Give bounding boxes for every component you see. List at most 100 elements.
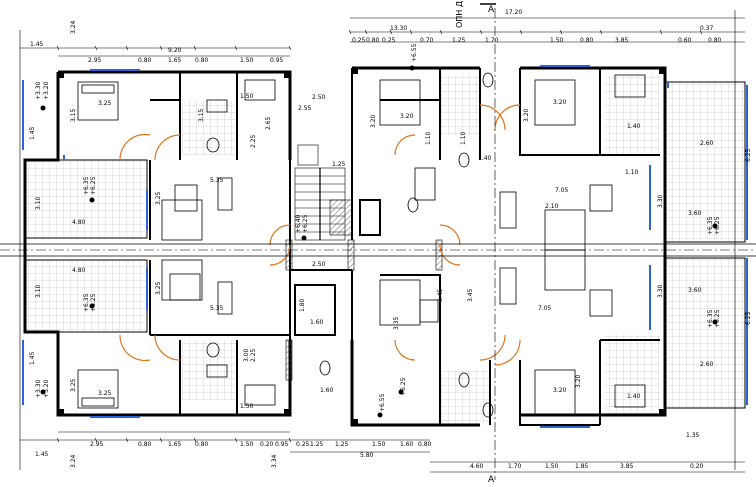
- dim-b-height: 3.24: [70, 454, 77, 468]
- rm-bedroom-rt-w: 3.20: [553, 99, 567, 106]
- rm-bedroom-bl-h: 3.25: [70, 378, 77, 392]
- balcony-tiles: [24, 75, 746, 425]
- dim-b-l6: 0.95: [275, 441, 289, 448]
- lv-tl: +3.30: [35, 81, 42, 100]
- dim-t-r4: 1.25: [452, 37, 466, 44]
- bath-tiles-rb: [605, 335, 660, 415]
- dim-b-r3: 1.60: [400, 441, 414, 448]
- lv-balc-rt-b: +6.25: [714, 216, 721, 235]
- dim-b-c2: 1.50: [545, 463, 559, 470]
- rm-side-left-b: 1.45: [29, 351, 36, 365]
- lv-top-core: +6.55: [411, 43, 418, 62]
- stair: [294, 144, 353, 241]
- dimension-lines: [19, 10, 745, 473]
- dim-b-r5: 1.25: [310, 441, 324, 448]
- rm-bath-bl: 1.50: [240, 403, 254, 410]
- dim-left-height: 3.24: [70, 20, 77, 34]
- lv-tl-b: +3.20: [43, 81, 50, 100]
- section-marker: A A ОПН Д: [455, 1, 496, 485]
- dim-b-c4: 3.85: [620, 463, 634, 470]
- rm-side-right: 6.25: [745, 148, 752, 162]
- lv-bl: +3.30: [35, 379, 42, 398]
- dim-t-r7: 0.80: [580, 37, 594, 44]
- rm-bedroom-cm-w: 3.20: [370, 114, 377, 128]
- rm-hall-tl: 2.25: [250, 134, 257, 148]
- rm-balcony-tl: 4.80: [72, 219, 86, 226]
- dim-b-r4: 0.80: [418, 441, 432, 448]
- rm-hall-rt: 1.10: [625, 169, 639, 176]
- rm-living-rc-h: 2.10: [545, 203, 559, 210]
- dim-b-right-end: 1.35: [686, 432, 700, 439]
- lv-balc-rb-b: +6.25: [714, 309, 721, 328]
- dim-b-r0: 0.25: [296, 441, 310, 448]
- dim-t-l2: 1.65: [168, 57, 182, 64]
- lv-balc-tl: +6.35: [83, 176, 90, 195]
- dim-b-total: 5.80: [360, 452, 374, 459]
- level-symbols: [40, 65, 718, 418]
- dim-b-height-b: 3.34: [271, 454, 278, 468]
- dim-t-l5: 0.95: [270, 57, 284, 64]
- lv-balc-bl: +6.35: [83, 293, 90, 312]
- lv-balc-bl-b: +6.25: [90, 293, 97, 312]
- section-marker-bottom: A: [488, 475, 495, 485]
- bath-tiles-cb: [440, 370, 490, 425]
- dim-t-r3: 0.70: [420, 37, 434, 44]
- rm-stair-run: 2.55: [298, 105, 312, 112]
- rm-living-rc-w-b: 7.05: [538, 305, 552, 312]
- rm-hall-bl: 2.25: [250, 348, 257, 362]
- rm-bath-tl-b: 1.50: [240, 93, 254, 100]
- lv-balc-rt: +6.35: [707, 216, 714, 235]
- dim-b-l3: 0.80: [195, 441, 209, 448]
- dim-t-r10: 0.80: [708, 37, 722, 44]
- dim-t-r5: 1.70: [485, 37, 499, 44]
- dim-t-r9: 0.60: [678, 37, 692, 44]
- dim-overall: 17.20: [505, 9, 522, 16]
- rm-bedroom-rt: 3.20: [523, 108, 530, 122]
- rm-balcony-rt-side: 3.30: [657, 194, 664, 208]
- rm-balcony-rt: 2.60: [700, 140, 714, 147]
- lv-bottom-core: +6.55: [379, 393, 386, 412]
- rm-bedroom-tl-w: 3.25: [98, 100, 112, 107]
- bath-tiles-rt: [605, 75, 660, 155]
- lv-balc-tl-b: +6.25: [90, 176, 97, 195]
- lv-stair: +6.40: [295, 214, 302, 233]
- dim-t-l3: 0.80: [195, 57, 209, 64]
- dim-t-l4: 1.50: [240, 57, 254, 64]
- rm-bedroom-cb: 3.35: [393, 316, 400, 330]
- balcony-bottom-left: [24, 259, 148, 333]
- rm-balcony-rb-h: 2.60: [700, 361, 714, 368]
- dim-b-l5: 0.20: [260, 441, 274, 448]
- dim-t-r1: 0.80: [366, 37, 380, 44]
- rm-kitchen-tl: 2.65: [265, 116, 272, 130]
- dim-t-r6: 1.50: [550, 37, 564, 44]
- level-marks: +3.30 +3.20 +6.35 +6.25 +6.35 +6.25 +3.3…: [35, 43, 721, 412]
- rm-living-bl-w: 5.35: [210, 305, 224, 312]
- rm-core-w: 1.60: [320, 387, 334, 394]
- rm-bath-cm: 1.10: [425, 131, 432, 145]
- rm-side-right-b: 6.25: [745, 311, 752, 325]
- rm-balcony-tl-h: 3.10: [35, 196, 42, 210]
- dim-left-offset: 1.45: [30, 41, 44, 48]
- rm-bedroom-bl: 3.25: [98, 390, 112, 397]
- dim-left-total: 9.20: [168, 47, 182, 54]
- rm-bedroom-tl: 3.15: [70, 108, 77, 122]
- dim-t-r0: 0.25: [352, 37, 366, 44]
- room-dimensions: 3.15 3.25 3.25 3.15 1.50 2.65 2.25 5.35 …: [29, 93, 752, 410]
- lv-balc-rb: +6.35: [707, 309, 714, 328]
- dim-t-r8: 3.85: [615, 37, 629, 44]
- rm-bedroom-cm: 3.20: [400, 113, 414, 120]
- dim-b-c3: 1.85: [575, 463, 589, 470]
- rm-balcony-rt-h: 3.60: [688, 210, 702, 217]
- rm-bath-cm-b: 1.10: [460, 131, 467, 145]
- dim-b-l4: 1.50: [240, 441, 254, 448]
- structural-columns: [58, 68, 665, 425]
- dim-right-end: 0.37: [700, 25, 714, 32]
- dim-t-l0: 2.95: [88, 57, 102, 64]
- furniture: [77, 72, 646, 418]
- walls: [23, 66, 667, 427]
- rm-balcony-rb: 3.60: [688, 287, 702, 294]
- dim-b-c5: 0.20: [690, 463, 704, 470]
- dim-b-c1: 1.70: [508, 463, 522, 470]
- dim-t-r2: 0.25: [382, 37, 396, 44]
- lv-bl-b: +3.20: [43, 379, 50, 398]
